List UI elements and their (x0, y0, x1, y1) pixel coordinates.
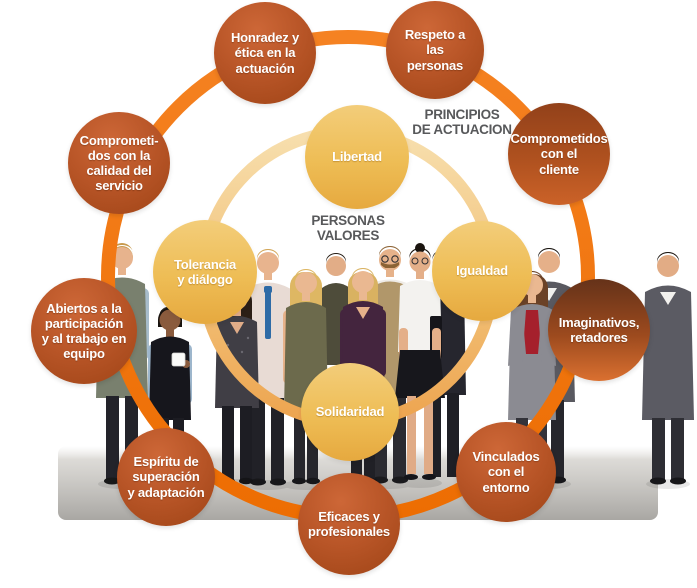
outer-bubble-respeto: Respeto a las personas (386, 1, 484, 99)
personas-header: PERSONAS VALORES (311, 213, 385, 243)
outer-bubble-honradez: Honradez y ética en la actuación (214, 2, 316, 104)
inner-bubble-igualdad: Igualdad (432, 221, 532, 321)
outer-bubble-vinculados: Vinculados con el entorno (456, 422, 556, 522)
principios-header: PRINCIPIOS DE ACTUACION (412, 107, 512, 137)
person (395, 243, 445, 480)
outer-bubble-eficaces: Eficaces y profesionales (298, 473, 400, 575)
person (642, 252, 694, 485)
outer-bubble-abiertos: Abiertos a la participación y al trabajo… (31, 278, 137, 384)
inner-bubble-libertad: Libertad (305, 105, 409, 209)
outer-bubble-cliente: Comprometidos con el cliente (508, 103, 610, 205)
outer-bubble-calidad: Comprometi- dos con la calidad del servi… (68, 112, 170, 214)
inner-bubble-solidaridad: Solidaridad (301, 363, 399, 461)
outer-bubble-imaginativos: Imaginativos, retadores (548, 279, 650, 381)
inner-bubble-tolerancia: Tolerancia y diálogo (153, 220, 257, 324)
outer-bubble-espiritu: Espíritu de superación y adaptación (117, 428, 215, 526)
